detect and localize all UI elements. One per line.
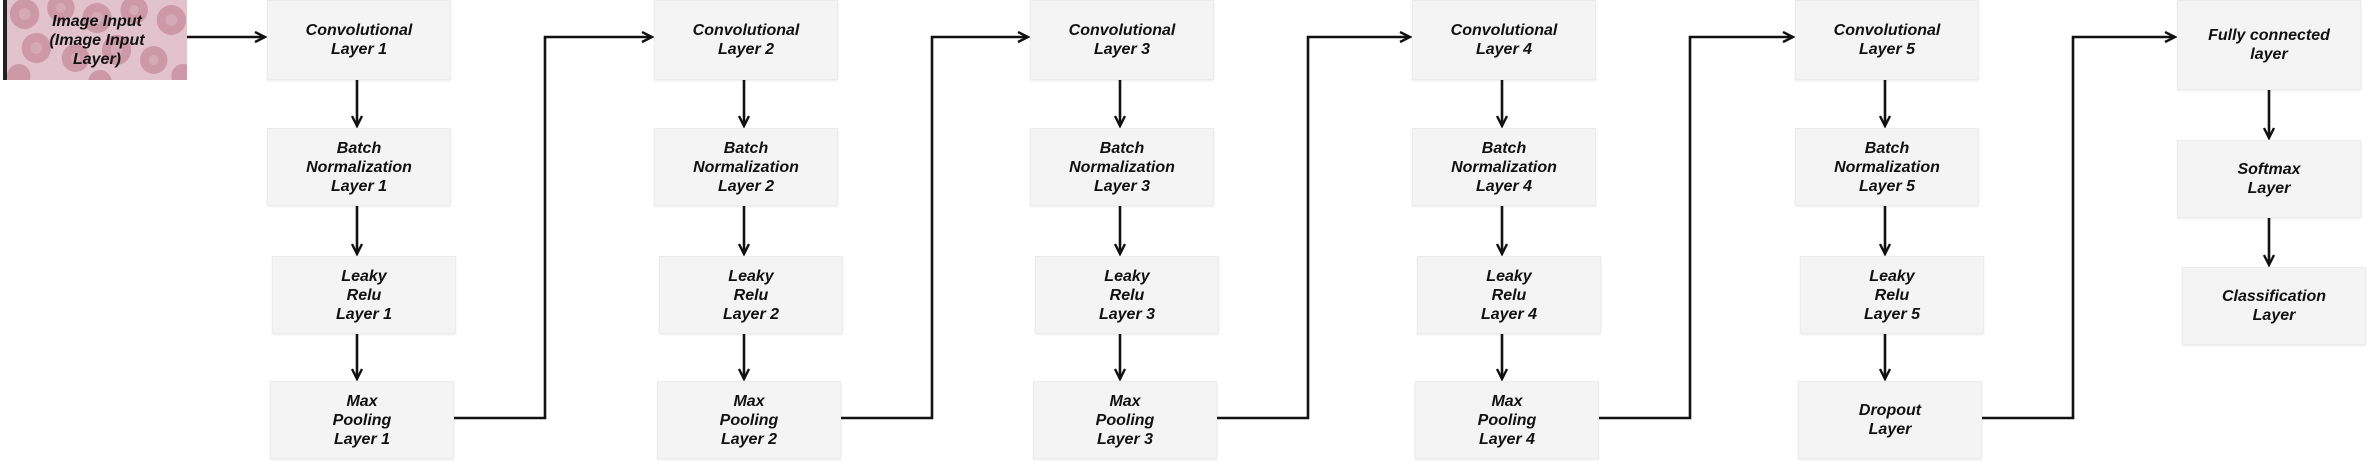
dropout-layer-node: Dropout Layer: [1798, 381, 1982, 459]
batch-norm-layer-1-label: Batch Normalization Layer 1: [306, 139, 412, 195]
batch-norm-layer-2-node: Batch Normalization Layer 2: [654, 128, 838, 206]
arrow-column-3-to-next: [1217, 37, 1410, 420]
arrow-column-1-to-next: [454, 37, 652, 420]
max-pooling-layer-3-label: Max Pooling Layer 3: [1095, 392, 1155, 448]
max-pooling-layer-3-node: Max Pooling Layer 3: [1033, 381, 1217, 459]
max-pooling-layer-1-node: Max Pooling Layer 1: [270, 381, 454, 459]
conv-layer-1-label: Convolutional Layer 1: [305, 22, 413, 58]
max-pooling-layer-4-node: Max Pooling Layer 4: [1415, 381, 1599, 459]
leaky-relu-layer-5-node: Leaky Relu Layer 5: [1800, 256, 1984, 334]
leaky-relu-layer-3-label: Leaky Relu Layer 3: [1098, 267, 1156, 323]
dropout-layer-label: Dropout Layer: [1858, 402, 1922, 438]
image-input-node: Image Input (Image Input Layer): [3, 0, 187, 80]
conv-layer-5-node: Convolutional Layer 5: [1795, 0, 1979, 80]
image-input-label: Image Input (Image Input Layer): [49, 12, 145, 68]
max-pooling-layer-4-label: Max Pooling Layer 4: [1477, 392, 1537, 448]
blood-smear-image: [7, 0, 187, 80]
conv-layer-4-label: Convolutional Layer 4: [1450, 22, 1558, 58]
batch-norm-layer-3-node: Batch Normalization Layer 3: [1030, 128, 1214, 206]
arrow-column-2-to-next: [841, 37, 1028, 420]
batch-norm-layer-2-label: Batch Normalization Layer 2: [693, 139, 799, 195]
max-pooling-layer-2-node: Max Pooling Layer 2: [657, 381, 841, 459]
conv-layer-2-node: Convolutional Layer 2: [654, 0, 838, 80]
fully-connected-layer-node: Fully connected layer: [2177, 0, 2361, 90]
classification-layer-label: Classification Layer: [2221, 288, 2327, 324]
conv-layer-2-label: Convolutional Layer 2: [692, 22, 800, 58]
batch-norm-layer-1-node: Batch Normalization Layer 1: [267, 128, 451, 206]
batch-norm-layer-5-node: Batch Normalization Layer 5: [1795, 128, 1979, 206]
conv-layer-5-label: Convolutional Layer 5: [1833, 22, 1941, 58]
conv-layer-1-node: Convolutional Layer 1: [267, 0, 451, 80]
conv-layer-4-node: Convolutional Layer 4: [1412, 0, 1596, 80]
leaky-relu-layer-1-label: Leaky Relu Layer 1: [335, 267, 393, 323]
batch-norm-layer-5-label: Batch Normalization Layer 5: [1834, 139, 1940, 195]
leaky-relu-layer-2-node: Leaky Relu Layer 2: [659, 256, 843, 334]
leaky-relu-layer-4-label: Leaky Relu Layer 4: [1480, 267, 1538, 323]
batch-norm-layer-3-label: Batch Normalization Layer 3: [1069, 139, 1175, 195]
max-pooling-layer-1-label: Max Pooling Layer 1: [332, 392, 392, 448]
leaky-relu-layer-4-node: Leaky Relu Layer 4: [1417, 256, 1601, 334]
leaky-relu-layer-5-label: Leaky Relu Layer 5: [1863, 267, 1921, 323]
conv-layer-3-node: Convolutional Layer 3: [1030, 0, 1214, 80]
softmax-layer-node: Softmax Layer: [2177, 140, 2361, 218]
arrow-column-4-to-next: [1599, 37, 1793, 420]
batch-norm-layer-4-node: Batch Normalization Layer 4: [1412, 128, 1596, 206]
fully-connected-layer-label: Fully connected layer: [2208, 27, 2330, 63]
leaky-relu-layer-1-node: Leaky Relu Layer 1: [272, 256, 456, 334]
max-pooling-layer-2-label: Max Pooling Layer 2: [719, 392, 779, 448]
leaky-relu-layer-2-label: Leaky Relu Layer 2: [722, 267, 780, 323]
conv-layer-3-label: Convolutional Layer 3: [1068, 22, 1176, 58]
leaky-relu-layer-3-node: Leaky Relu Layer 3: [1035, 256, 1219, 334]
softmax-layer-label: Softmax Layer: [2237, 161, 2301, 197]
arrow-column-5-to-next: [1982, 37, 2175, 420]
batch-norm-layer-4-label: Batch Normalization Layer 4: [1451, 139, 1557, 195]
classification-layer-node: Classification Layer: [2182, 267, 2366, 345]
